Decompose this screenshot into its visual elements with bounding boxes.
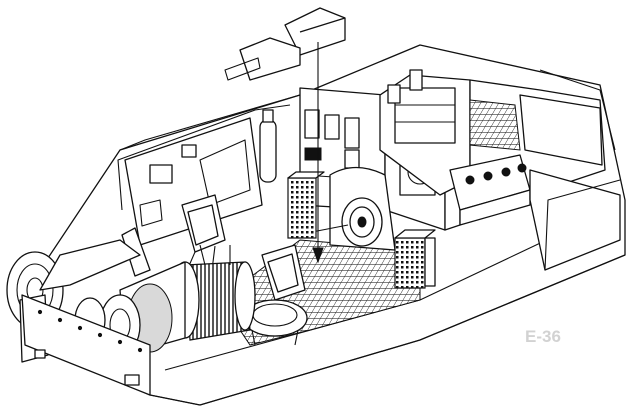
ammo-rack-center <box>287 177 317 239</box>
front-armor-plate <box>21 294 151 396</box>
watermark-label: E-36 <box>525 327 561 346</box>
engine-exhaust-stack <box>387 84 401 104</box>
antenna-box-assembly <box>224 7 346 264</box>
right-rear-deck <box>529 169 621 271</box>
battery-pack <box>449 154 531 226</box>
left-sidewall <box>121 117 263 277</box>
sidewall-box <box>149 164 173 184</box>
radio-operator-seat <box>242 244 308 346</box>
extinguisher-cylinder <box>259 109 277 183</box>
turret-basket-wheel <box>311 166 396 251</box>
steering-levers <box>199 244 231 266</box>
ammunition-racks <box>287 171 436 289</box>
ammo-rack-right <box>394 237 426 289</box>
